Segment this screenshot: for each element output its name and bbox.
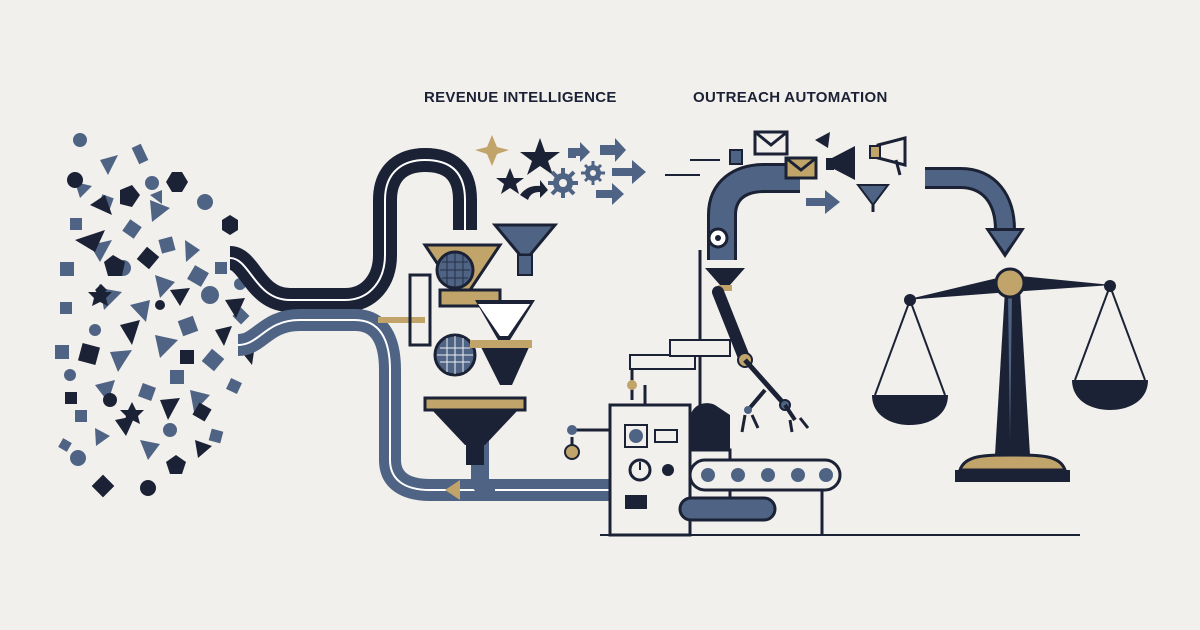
- conveyor-belt: [600, 458, 1080, 536]
- star-icons: [475, 135, 560, 194]
- balance-scale: [872, 267, 1148, 482]
- scattered-data-shapes: [55, 133, 255, 498]
- sieve-funnels: [422, 223, 559, 465]
- slate-pipe: [236, 273, 610, 501]
- dark-pipe: [227, 147, 477, 312]
- outreach-pipe: [665, 149, 800, 291]
- curved-arrow: [925, 167, 1025, 258]
- gear-icons: [548, 161, 605, 198]
- megaphone-icons: [826, 136, 907, 212]
- revenue-intelligence-label: REVENUE INTELLIGENCE: [424, 89, 617, 106]
- output-funnel: [432, 410, 518, 445]
- envelope-icons: [753, 130, 830, 180]
- robotic-arm: [564, 250, 810, 460]
- arrow-icons: [520, 138, 840, 214]
- outreach-automation-label: OUTREACH AUTOMATION: [693, 89, 888, 106]
